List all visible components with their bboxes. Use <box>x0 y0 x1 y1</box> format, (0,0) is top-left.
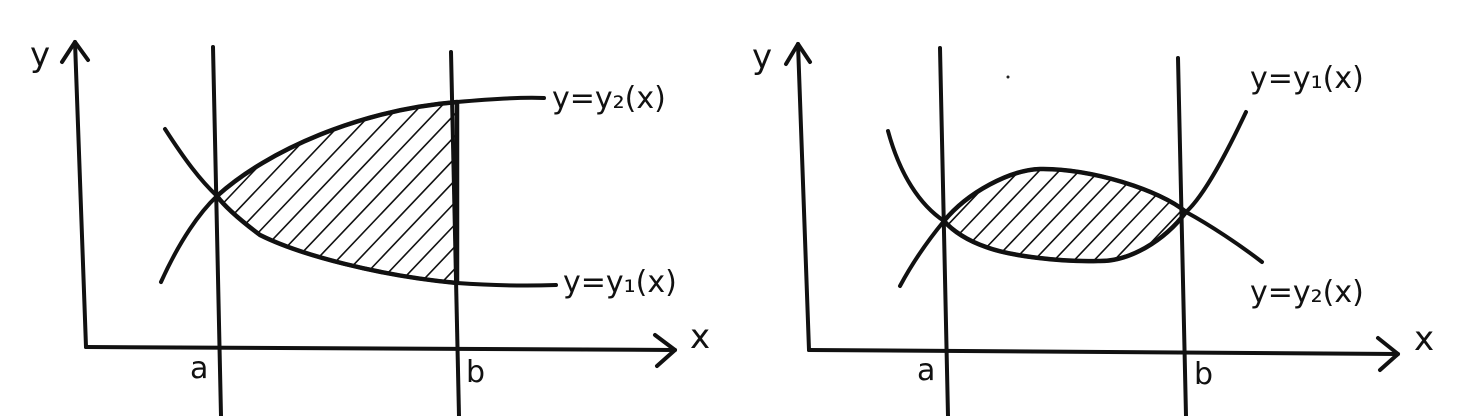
line-x-equals-a <box>211 45 223 416</box>
hatch-line <box>282 102 457 283</box>
hatch-line <box>1104 168 1186 262</box>
hatch-line <box>825 160 930 270</box>
lower-curve-label: y=y₁(x) <box>563 265 677 300</box>
x-axis-arrowhead <box>1376 336 1400 372</box>
hatch-line <box>217 102 285 283</box>
hatch-line <box>1144 168 1186 262</box>
hatch-line <box>324 102 457 283</box>
hatch-line <box>240 102 432 283</box>
hatch-line <box>1004 168 1111 262</box>
hatch-line <box>217 102 222 283</box>
hatch-line <box>944 168 971 262</box>
x-axis <box>84 345 677 352</box>
hatch-line <box>345 102 457 283</box>
right-panel: y x a b y=y₁(x) y=y₂(x) <box>752 37 1434 416</box>
hatch-line <box>1184 168 1186 262</box>
hatch-line <box>217 102 390 283</box>
line-x-equals-b <box>1176 56 1188 416</box>
y-axis-arrowhead <box>60 40 90 64</box>
upper-curve-label: y=y₂(x) <box>552 81 666 116</box>
hatch-line <box>1024 168 1131 262</box>
hatch-line <box>10 95 200 295</box>
x-axis-label: x <box>690 317 710 357</box>
hatch-line <box>944 168 1051 262</box>
hatch-line <box>217 102 306 283</box>
hatch-line <box>303 102 457 283</box>
a-tick-label: a <box>190 351 208 386</box>
x-axis-arrowhead <box>653 333 677 368</box>
hatch-line <box>387 102 457 283</box>
stray-dot <box>1006 75 1010 79</box>
left-panel: y x a b y=y₂(x) y=y₁(x) <box>10 35 710 416</box>
hatch-line <box>1205 160 1310 270</box>
region-boundary <box>941 166 1189 264</box>
y-axis <box>796 42 811 352</box>
hatch-line <box>217 102 348 283</box>
upper-curve-label: y=y₁(x) <box>1250 61 1364 96</box>
hatch-line <box>944 168 1031 262</box>
hatch-line <box>366 102 457 283</box>
hatch-line <box>219 102 411 283</box>
y-axis-label: y <box>752 37 772 77</box>
hatch-line <box>408 102 457 283</box>
y-axis <box>73 40 88 349</box>
lower-curve <box>163 127 558 288</box>
lower-curve-label: y=y₂(x) <box>1250 275 1364 310</box>
x-axis <box>807 348 1400 356</box>
b-tick-label: b <box>466 355 485 390</box>
b-tick-label: b <box>1194 357 1213 392</box>
hatch-line <box>217 102 327 283</box>
y-axis-arrowhead <box>784 42 812 66</box>
y-axis-label: y <box>30 35 50 75</box>
region-boundary <box>214 99 460 286</box>
hatch-line <box>1064 168 1171 262</box>
line-x-equals-a <box>938 46 950 416</box>
x-axis-label: x <box>1414 319 1434 359</box>
a-tick-label: a <box>917 353 935 388</box>
shaded-region <box>825 160 1310 270</box>
